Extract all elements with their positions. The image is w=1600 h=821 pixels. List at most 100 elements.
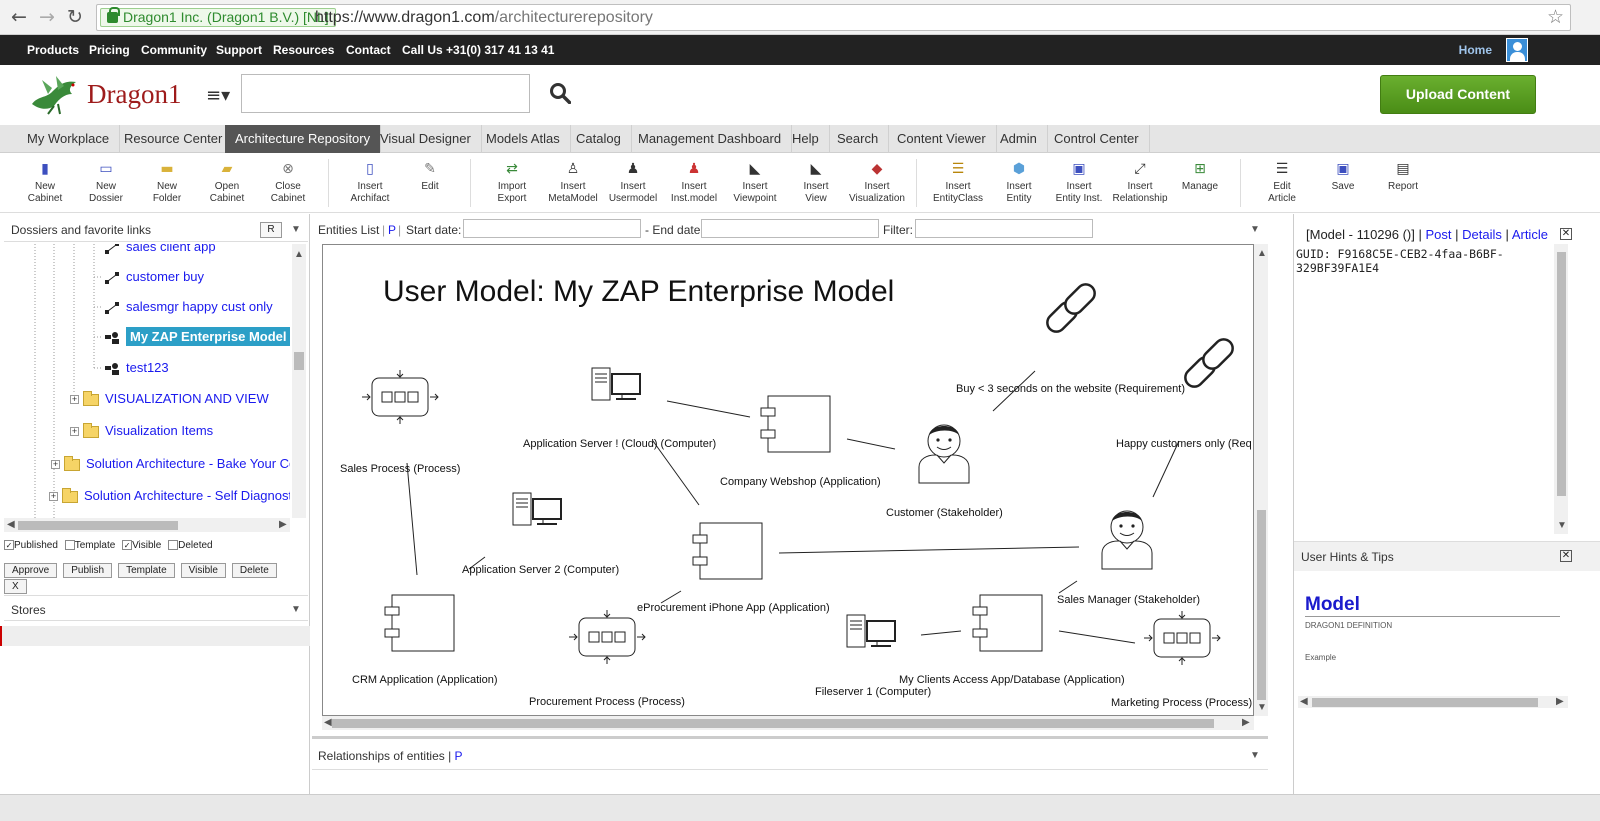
relationships-p-link[interactable]: P	[454, 749, 463, 763]
scroll-right-icon[interactable]: ▶	[279, 519, 287, 530]
visible-checkbox[interactable]: ✓Visible	[122, 540, 162, 551]
entities-p-link[interactable]: P	[388, 223, 397, 237]
info-vscroll-thumb[interactable]	[1557, 252, 1566, 496]
delete-button[interactable]: Delete	[231, 563, 277, 578]
tab-visual-designer[interactable]: Visual Designer	[370, 125, 482, 153]
tree-folder-self-diagnost[interactable]: +Solution Architecture - Self Diagnost	[49, 487, 290, 503]
scroll-down-icon[interactable]: ▼	[1557, 520, 1567, 531]
model-diagram-canvas[interactable]: User Model: My ZAP Enterprise Model	[322, 244, 1254, 716]
nav-home[interactable]: Home	[1458, 43, 1492, 57]
visible-button[interactable]: Visible	[180, 563, 226, 578]
scroll-right-icon[interactable]: ▶	[1556, 696, 1564, 707]
expand-icon[interactable]: +	[70, 394, 79, 405]
nav-contact[interactable]: Contact	[346, 43, 391, 57]
report-button[interactable]: ▤Report	[1387, 161, 1418, 192]
tab-architecture-repository[interactable]: Architecture Repository	[225, 125, 382, 153]
expand-icon[interactable]: +	[51, 459, 60, 470]
close-icon[interactable]: ✕	[1560, 550, 1572, 562]
tab-models-atlas[interactable]: Models Atlas	[476, 125, 571, 153]
tab-my-workplace[interactable]: My Workplace	[17, 125, 121, 153]
scroll-right-icon[interactable]: ▶	[1242, 717, 1250, 728]
tree-folder-visualization-and-view[interactable]: +VISUALIZATION AND VIEW	[70, 390, 269, 406]
bookmark-star-icon[interactable]: ☆	[1546, 6, 1564, 28]
edit-button[interactable]: ✎Edit	[421, 161, 439, 192]
user-avatar-icon[interactable]	[1506, 38, 1528, 62]
tree-item-salesmgr-happy-cust-only[interactable]: salesmgr happy cust only	[104, 297, 273, 317]
template-checkbox[interactable]: Template	[64, 540, 115, 551]
security-badge[interactable]: Dragon1 Inc. (Dragon1 B.V.) [NL]	[100, 7, 336, 27]
reload-icon[interactable]: ↻	[67, 6, 83, 28]
scroll-thumb[interactable]	[294, 352, 304, 370]
tab-admin[interactable]: Admin	[990, 125, 1048, 153]
collapse-caret-icon[interactable]: ▼	[291, 604, 301, 615]
tree-horizontal-scrollbar[interactable]: ◀ ▶	[4, 518, 290, 532]
tab-resource-center[interactable]: Resource Center	[114, 125, 234, 153]
hamburger-menu-icon[interactable]: ≡▾	[206, 85, 231, 106]
upload-content-button[interactable]: Upload Content	[1380, 75, 1536, 114]
back-icon[interactable]: ←	[11, 6, 27, 28]
nav-pricing[interactable]: Pricing	[89, 43, 130, 57]
checkbox-checked[interactable]: ✓	[4, 540, 14, 551]
filter-input[interactable]	[915, 219, 1093, 238]
search-input[interactable]	[241, 74, 530, 113]
tab-help[interactable]: Help	[782, 125, 830, 153]
tab-content-viewer[interactable]: Content Viewer	[887, 125, 997, 153]
tree-item-sales-client-app[interactable]: sales client app	[104, 244, 216, 257]
end-date-input[interactable]	[701, 219, 879, 238]
template-button[interactable]: Template	[118, 563, 175, 578]
nav-products[interactable]: Products	[27, 43, 80, 57]
forward-icon[interactable]: →	[39, 6, 55, 28]
scroll-up-icon[interactable]: ▲	[1257, 248, 1267, 259]
tree-folder-visualization-items[interactable]: +Visualization Items	[70, 422, 214, 438]
expand-icon[interactable]: +	[70, 426, 79, 437]
scroll-thumb[interactable]	[18, 521, 178, 530]
nav-community[interactable]: Community	[141, 43, 207, 57]
dragon-logo-icon[interactable]	[28, 74, 86, 116]
checkbox-unchecked[interactable]	[168, 540, 179, 551]
diagram-hscroll-thumb[interactable]	[332, 719, 1214, 728]
nav-support[interactable]: Support	[216, 43, 262, 57]
scroll-up-icon[interactable]: ▲	[294, 249, 304, 260]
collapse-caret-icon[interactable]: ▼	[291, 224, 301, 235]
nav-resources[interactable]: Resources	[273, 43, 335, 57]
tree-folder-bake-your[interactable]: +Solution Architecture - Bake Your Co	[51, 455, 290, 471]
stores-header[interactable]: Stores ▼	[4, 595, 308, 621]
article-link[interactable]: Article	[1511, 227, 1548, 242]
expand-icon[interactable]: +	[49, 491, 58, 502]
hints-hscroll-thumb[interactable]	[1312, 698, 1538, 707]
tree-item-my-zap-enterprise-model[interactable]: My ZAP Enterprise Model	[104, 327, 290, 347]
start-date-input[interactable]	[463, 219, 641, 238]
tab-search[interactable]: Search	[827, 125, 890, 153]
details-link[interactable]: Details	[1462, 227, 1502, 242]
collapse-caret-icon[interactable]: ▼	[1250, 750, 1260, 761]
checkbox-unchecked[interactable]	[64, 540, 75, 551]
scroll-down-icon[interactable]: ▼	[1257, 702, 1267, 713]
refresh-r-button[interactable]: R	[260, 222, 282, 238]
save-button[interactable]: ▣Save	[1331, 161, 1355, 192]
publish-button[interactable]: Publish	[63, 563, 113, 578]
tree-vertical-scrollbar[interactable]: ▲	[292, 244, 306, 518]
search-icon[interactable]	[549, 82, 571, 104]
url-text[interactable]: https://www.dragon1.com/architecturerepo…	[315, 9, 653, 27]
post-link[interactable]: Post	[1425, 227, 1452, 242]
address-bar[interactable]: Dragon1 Inc. (Dragon1 B.V.) [NL] https:/…	[96, 4, 1571, 31]
published-checkbox[interactable]: ✓Published	[4, 540, 58, 551]
tree-item-customer-buy[interactable]: customer buy	[104, 267, 204, 287]
scroll-left-icon[interactable]: ◀	[1300, 696, 1308, 707]
scroll-left-icon[interactable]: ◀	[7, 519, 15, 530]
dragon1-logo-text[interactable]: Dragon1	[87, 79, 182, 109]
